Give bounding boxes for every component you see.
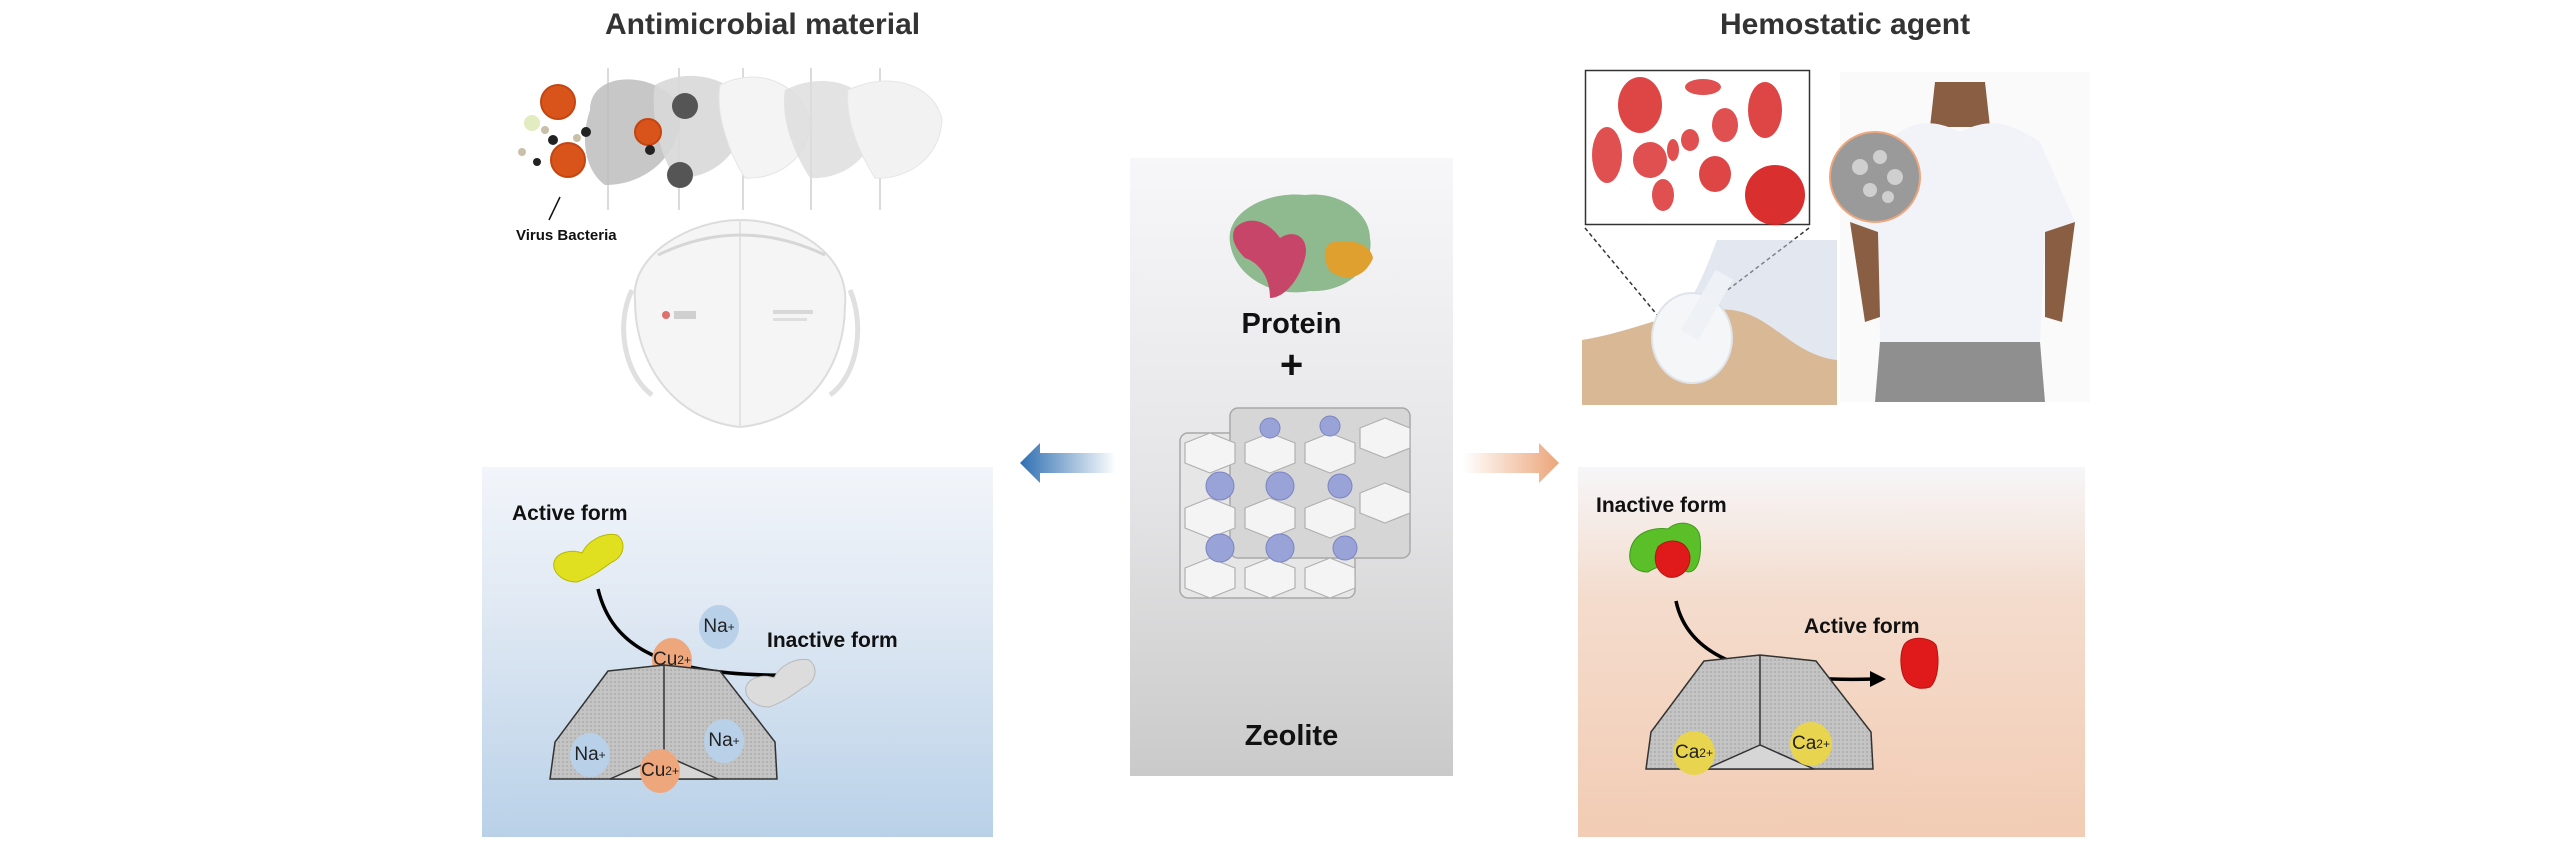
hemostatic-title: Hemostatic agent	[1720, 8, 1971, 41]
antimicrobial-title: Antimicrobial material	[605, 8, 921, 41]
virus-icon	[540, 84, 662, 178]
na-ion-zeolite: Na+	[570, 733, 610, 777]
na-ion-zeolite: Na+	[704, 719, 744, 763]
kn95-mask-illustration	[621, 218, 861, 429]
tshirt-person-photo	[1829, 72, 2090, 402]
protein-label: Protein	[1241, 308, 1342, 340]
zeolite-structure-icon	[1179, 407, 1411, 599]
active-form-label: Active form	[1804, 615, 1920, 638]
active-protein-icon	[1900, 637, 1939, 689]
zeolite-label: Zeolite	[1244, 720, 1339, 752]
arrow-right-to-hemostatic	[1463, 443, 1559, 483]
blood-cells-inset	[1584, 69, 1811, 226]
virus-icon-dark	[667, 93, 698, 188]
inactive-protein-complex-icon	[1629, 522, 1701, 578]
knee-bandage-photo	[1582, 240, 1837, 405]
arrow-left-to-antimicrobial	[1020, 443, 1116, 483]
inactive-form-label: Inactive form	[1596, 494, 1727, 517]
inactive-form-label: Inactive form	[767, 629, 898, 652]
virus-bacteria-label: Virus Bacteria	[516, 227, 617, 244]
inactive-protein-icon	[745, 658, 816, 708]
mask-filter-layers-illustration	[518, 68, 943, 221]
na-ion-free: Na+	[699, 605, 739, 649]
protein-zeolite-panel: Protein + Zeolite	[1130, 158, 1453, 776]
active-protein-icon	[553, 533, 624, 583]
plus-sign: +	[1279, 343, 1304, 387]
active-form-label: Active form	[512, 502, 628, 525]
mask-layer-5	[847, 80, 943, 179]
protein-structure-icon	[1229, 194, 1373, 298]
